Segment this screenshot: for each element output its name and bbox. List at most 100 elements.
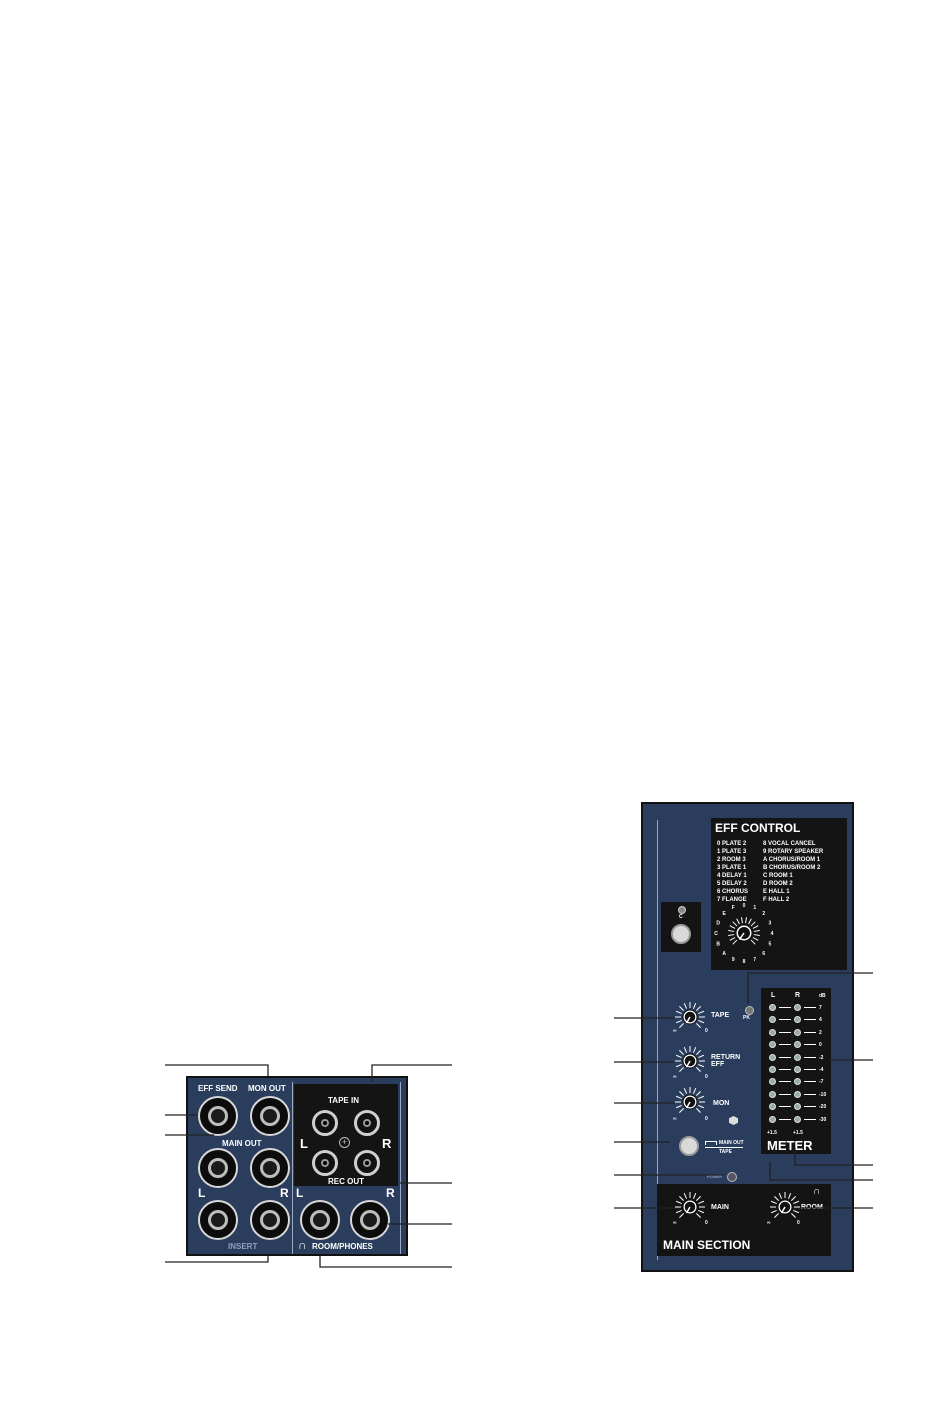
switch-tape-label: TAPE <box>719 1149 732 1155</box>
rec-out-l-rca[interactable] <box>312 1150 338 1176</box>
insert-label: INSERT <box>228 1242 258 1251</box>
effect-list-right: 8 VOCAL CANCEL 9 ROTARY SPEAKER A CHORUS… <box>763 840 847 904</box>
effect-item: 7 FLANGE <box>717 897 747 903</box>
meter-scale-label: 7 <box>819 1005 822 1011</box>
tape-max-label: 0 <box>705 1028 708 1034</box>
dial-label: 9 <box>732 957 735 963</box>
mon-knob-label: MON <box>713 1100 730 1107</box>
main-out-l-jack[interactable] <box>198 1148 238 1188</box>
rec-out-label: REC OUT <box>328 1177 364 1186</box>
main-l-label: L <box>198 1186 206 1200</box>
meter-r-label: R <box>795 992 801 999</box>
room-jack[interactable] <box>300 1200 340 1240</box>
main-knob[interactable] <box>675 1192 705 1218</box>
callout-lines <box>165 972 873 1268</box>
room-min-label: ∞ <box>767 1220 771 1226</box>
callout-line-meter-bottom <box>794 1148 873 1166</box>
effect-item: 9 ROTARY SPEAKER <box>763 849 824 855</box>
return-eff-knob[interactable] <box>675 1046 705 1072</box>
dial-label: D <box>716 920 720 926</box>
main-section-panel: EFF CONTROL 0 PLATE 2 1 PLATE 3 2 ROOM 3… <box>641 802 854 1272</box>
main-knob-label: MAIN <box>711 1204 729 1211</box>
ground-screw-icon: + <box>339 1137 350 1148</box>
meter-led-l <box>769 1016 776 1024</box>
effect-item: A CHORUS/ROOM 1 <box>763 857 821 863</box>
meter-bottom-l: +1.5 <box>767 1130 777 1136</box>
meter-led-line <box>804 1106 816 1108</box>
main-out-r-jack[interactable] <box>250 1148 290 1188</box>
tape-to-main-switch[interactable] <box>679 1136 699 1156</box>
room-knob[interactable] <box>770 1192 800 1218</box>
phones-jack[interactable] <box>350 1200 390 1240</box>
meter-title: METER <box>767 1138 813 1153</box>
effect-on-button[interactable] <box>671 924 691 944</box>
callout-line-mon-out <box>165 1064 269 1076</box>
tape-knob-label: TAPE <box>711 1012 730 1019</box>
effect-item: B CHORUS/ROOM 2 <box>763 865 821 871</box>
effect-item: 6 CHORUS <box>717 889 749 895</box>
rear-connector-panel: EFF SEND MON OUT MAIN OUT L R INSERT TAP… <box>186 1076 408 1256</box>
mon-knob[interactable] <box>675 1087 705 1113</box>
return-max-label: 0 <box>705 1074 708 1080</box>
mon-out-jack[interactable] <box>250 1096 290 1136</box>
main-r-label: R <box>280 1186 289 1200</box>
dial-label: 2 <box>762 911 765 917</box>
meter-scale-label: -30 <box>819 1116 827 1123</box>
insert-r-jack[interactable] <box>250 1200 290 1240</box>
meter-led-line <box>804 1044 816 1046</box>
dial-label: 3 <box>768 920 771 926</box>
eff-control-title: EFF CONTROL <box>715 821 801 835</box>
meter-led-line <box>804 1093 816 1095</box>
meter-led-l <box>769 1078 776 1086</box>
meter-led-r <box>794 1090 801 1098</box>
meter-led-line <box>779 1118 791 1120</box>
clip-label: C <box>679 914 683 920</box>
main-min-label: ∞ <box>673 1220 677 1226</box>
insert-l-jack[interactable] <box>198 1200 238 1240</box>
phones-r-label: R <box>386 1186 395 1200</box>
meter-led-line <box>804 1007 816 1008</box>
eff-send-jack[interactable] <box>198 1096 238 1136</box>
effect-item: 5 DELAY 2 <box>717 881 747 887</box>
dial-label: 6 <box>762 951 765 957</box>
panel-divider <box>292 1082 293 1254</box>
meter-scale-label: -10 <box>819 1091 827 1098</box>
meter-led-l <box>769 1004 776 1011</box>
rca-r-label: R <box>382 1136 392 1151</box>
phones-l-label: L <box>296 1186 304 1200</box>
callout-line-room <box>319 1256 452 1268</box>
meter-led-l <box>769 1103 776 1111</box>
meter-led-line <box>779 1007 791 1008</box>
meter-led-line <box>779 1081 791 1083</box>
tape-in-l-rca[interactable] <box>312 1110 338 1136</box>
power-indicator-shape <box>729 1116 738 1125</box>
knobs <box>675 917 800 1218</box>
switch-indicator-up <box>705 1141 717 1145</box>
meter-led-r <box>794 1066 801 1073</box>
callout-line-peak <box>747 972 873 1004</box>
mon-max-label: 0 <box>705 1116 708 1122</box>
meter-led-line <box>779 1093 791 1095</box>
rec-out-r-rca[interactable] <box>354 1150 380 1176</box>
dial-label: C <box>714 931 718 937</box>
meter-led-r <box>794 1078 801 1086</box>
room-max-label: 0 <box>797 1220 800 1226</box>
meter-scale-label: -4 <box>819 1067 824 1073</box>
main-out-label: MAIN OUT <box>222 1139 262 1148</box>
meter-led-line <box>779 1106 791 1108</box>
tape-in-r-rca[interactable] <box>354 1110 380 1136</box>
effect-item: C ROOM 1 <box>763 873 793 879</box>
meter-scale-label: 2 <box>819 1029 822 1036</box>
callout-line-insert <box>165 1256 269 1263</box>
tape-knob[interactable] <box>675 1002 705 1028</box>
switch-main-out-label: MAIN OUT <box>719 1140 744 1146</box>
meter-led-r <box>794 1053 801 1061</box>
meter-led-r <box>794 1004 801 1011</box>
effect-program-dial[interactable] <box>728 917 760 945</box>
mon-min-label: ∞ <box>673 1116 677 1122</box>
dial-label: A <box>722 951 726 957</box>
eff-control-block <box>711 818 847 970</box>
panel-left-line <box>657 820 658 1260</box>
power-led <box>727 1172 737 1182</box>
